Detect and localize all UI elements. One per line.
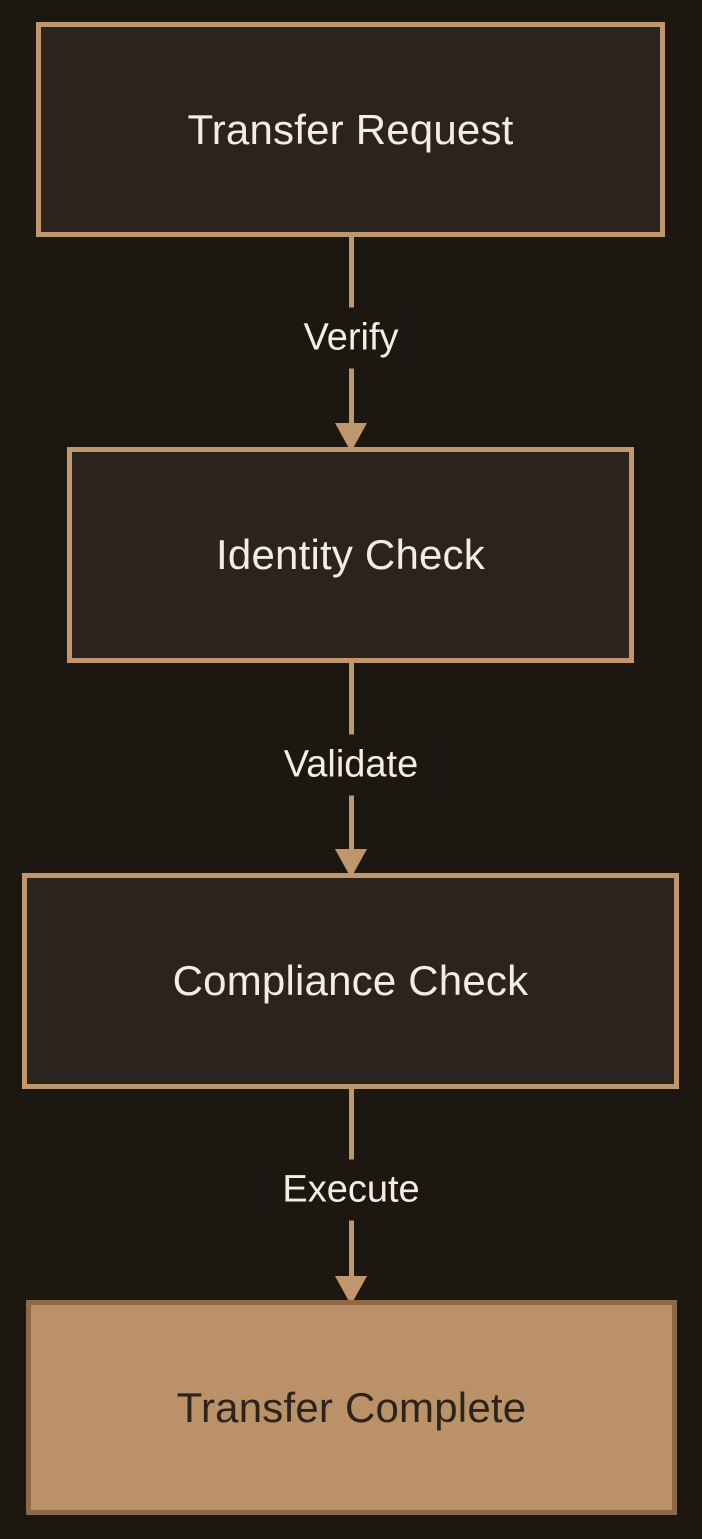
node-transfer-complete: Transfer Complete (26, 1300, 677, 1515)
node-transfer-request: Transfer Request (36, 22, 665, 237)
node-label: Identity Check (216, 531, 485, 578)
node-label: Transfer Complete (176, 1383, 527, 1431)
node-label: Transfer Request (187, 105, 514, 153)
node-compliance-check: Compliance Check (22, 873, 679, 1089)
edge-label-execute: Execute (268, 1159, 434, 1221)
node-label: Compliance Check (172, 957, 529, 1004)
edge-label-verify: Verify (289, 307, 413, 369)
edge-label-validate: Validate (269, 734, 433, 796)
node-identity-check: Identity Check (67, 447, 634, 663)
